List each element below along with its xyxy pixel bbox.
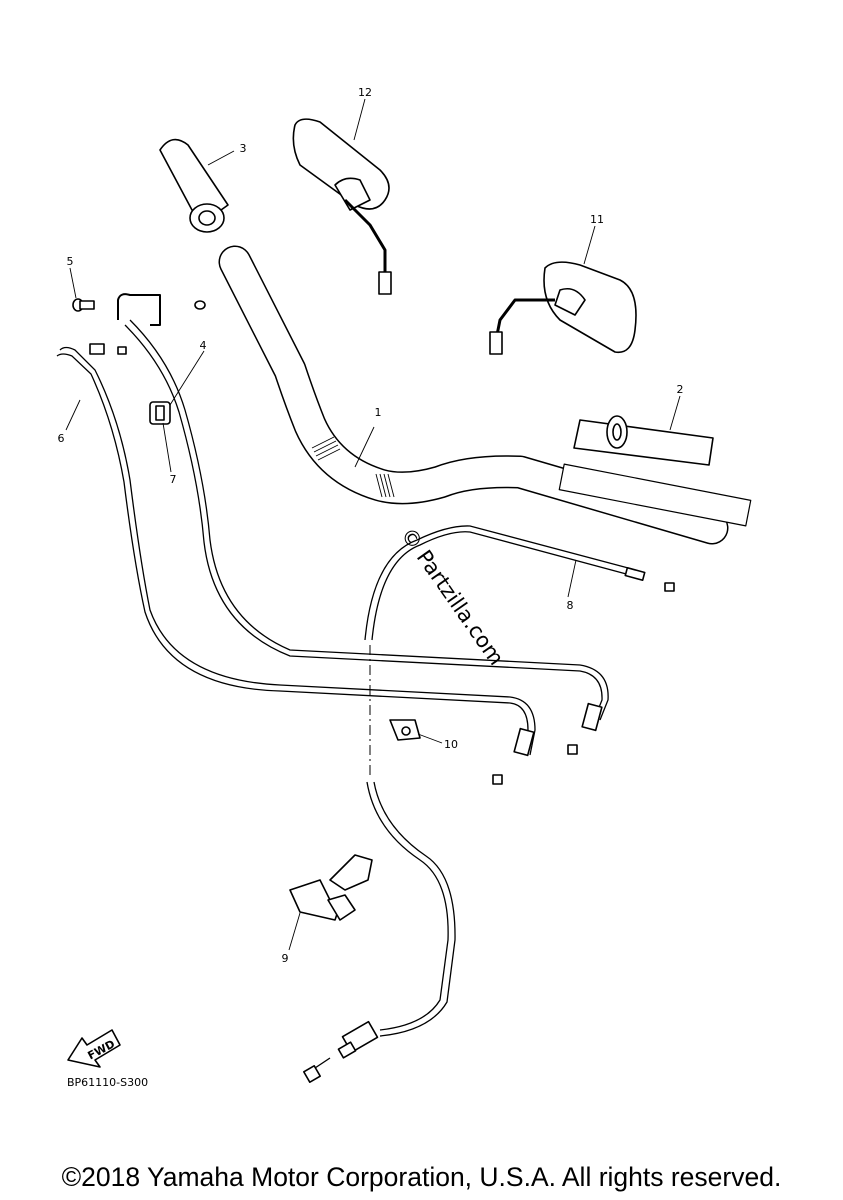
- callout-8: 8: [567, 599, 574, 612]
- left-grip: [159, 138, 229, 233]
- watermark: © Partzilla.com: [396, 523, 509, 670]
- callout-1: 1: [375, 406, 382, 419]
- knurled-band: [311, 436, 341, 461]
- throttle-cable-6: [59, 346, 536, 756]
- callout-12: 12: [358, 86, 372, 99]
- callout-7: 7: [170, 473, 177, 486]
- leader-lines: [65, 98, 681, 951]
- clutch-cable-adjuster: [303, 1020, 379, 1083]
- throttle-cable-second: [129, 319, 609, 721]
- callout-5: 5: [67, 255, 74, 268]
- cable-clip: [389, 719, 421, 741]
- clutch-cable-lower-inner: [373, 781, 456, 1037]
- callout-3: 3: [240, 142, 247, 155]
- callout-11: 11: [590, 213, 604, 226]
- callout-numbers: 1 2 3 4 5 6 7 8 9 10 11 12: [58, 86, 684, 965]
- handlebar: [218, 245, 729, 545]
- callout-10: 10: [444, 738, 458, 751]
- throttle-cable-6-inner: [56, 353, 529, 756]
- cable-end-fittings: [89, 343, 603, 785]
- fwd-arrow: FWD: [67, 1029, 121, 1068]
- callout-9: 9: [282, 952, 289, 965]
- clutch-cable-lower: [366, 781, 449, 1031]
- diagram-code: BP61110-S300: [67, 1076, 148, 1089]
- callout-6: 6: [58, 432, 65, 445]
- callout-4: 4: [200, 339, 207, 352]
- clutch-cable-upper-inner: [364, 525, 633, 641]
- copyright-notice: ©2018 Yamaha Motor Corporation, U.S.A. A…: [61, 1162, 782, 1192]
- callout-2: 2: [677, 383, 684, 396]
- left-mirror: [292, 118, 392, 295]
- bolt-and-cable-guide: [72, 293, 206, 326]
- clutch-cable-upper: [371, 531, 631, 641]
- right-mirror: [489, 261, 637, 355]
- knurled-band: [375, 473, 395, 498]
- cable-clamp: [149, 401, 171, 425]
- lever-holder: [289, 854, 373, 921]
- right-grip: [558, 415, 752, 527]
- throttle-cable-second-inner: [124, 324, 603, 721]
